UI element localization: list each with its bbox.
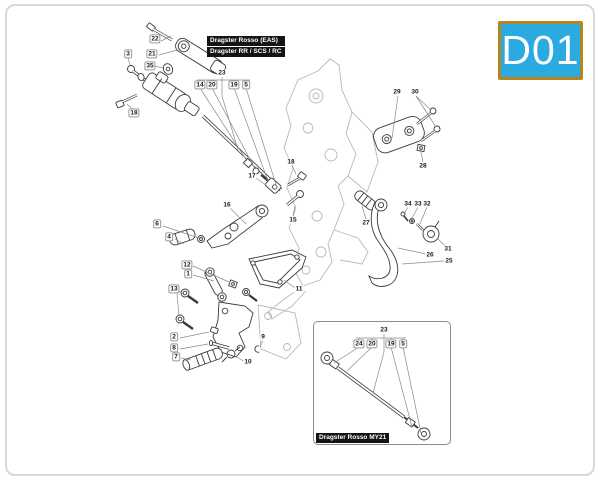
- frame-outline: [257, 58, 379, 360]
- part-callout-15: 15: [288, 216, 298, 224]
- part-clevis-17: [265, 177, 282, 194]
- part-callout-31: 31: [443, 245, 453, 253]
- part-callout-17: 17: [247, 172, 257, 180]
- part-callout-20: 20: [206, 80, 218, 90]
- part-bolt-18-left: [115, 93, 138, 109]
- part-screws-30: [416, 107, 441, 142]
- part-callout-21: 21: [146, 49, 158, 59]
- part-pin-8: [208, 339, 230, 350]
- part-callout-24: 24: [353, 339, 365, 349]
- part-screw-15: [286, 190, 304, 207]
- part-callout-3: 3: [124, 49, 132, 59]
- part-arm-16: [197, 204, 269, 249]
- part-tie-rod-inset: [320, 351, 431, 441]
- part-callout-5: 5: [242, 80, 250, 90]
- variant-label-line2: Dragster RR / SCS / RC: [207, 47, 285, 58]
- part-plug-2: [209, 326, 219, 334]
- page-code-text: D01: [501, 27, 580, 73]
- part-clip-9: [254, 345, 260, 353]
- part-callout-18: 18: [286, 158, 296, 166]
- part-master-cylinder: [142, 71, 200, 117]
- part-callout-7: 7: [172, 352, 180, 362]
- part-callout-6: 6: [153, 219, 161, 229]
- part-bolt-18-center: [287, 171, 307, 187]
- part-callout-14: 14: [194, 80, 206, 90]
- part-callout-33: 33: [413, 200, 423, 208]
- part-callout-23: 23: [217, 69, 227, 77]
- part-pedal-25: [368, 198, 399, 287]
- part-callout-27: 27: [361, 219, 371, 227]
- part-callout-9: 9: [260, 333, 266, 341]
- part-bolt-22: [146, 22, 173, 42]
- part-callout-30: 30: [410, 88, 420, 96]
- part-callout-28: 28: [418, 162, 428, 170]
- part-washer-35: [162, 63, 174, 75]
- part-bolts-13: [175, 288, 258, 330]
- part-callout-34: 34: [403, 200, 413, 208]
- part-callout-12: 12: [181, 260, 193, 270]
- part-callout-26: 26: [425, 251, 435, 259]
- part-callout-11: 11: [294, 285, 304, 293]
- part-link-1: [204, 267, 227, 302]
- part-callout-25: 25: [444, 257, 454, 265]
- part-callout-20: 20: [366, 339, 378, 349]
- part-callout-10: 10: [243, 358, 253, 366]
- part-nut-12: [228, 279, 238, 289]
- part-callout-1: 1: [184, 269, 192, 279]
- inset-variant-label: Dragster Rosso MY21: [316, 433, 390, 444]
- part-callout-18: 18: [128, 108, 140, 118]
- part-callout-22: 22: [149, 34, 161, 44]
- part-nut-28: [416, 143, 426, 153]
- variant-label-box: Dragster Rosso (EAS) Dragster RR / SCS /…: [207, 36, 285, 58]
- part-callout-13: 13: [168, 284, 180, 294]
- part-callout-29: 29: [392, 88, 402, 96]
- part-callout-2: 2: [170, 332, 178, 342]
- part-callout-16: 16: [222, 201, 232, 209]
- page-code-badge: D01: [498, 21, 583, 80]
- part-spring-10: [221, 346, 241, 363]
- part-callout-32: 32: [422, 200, 432, 208]
- part-heel-plate-11: [248, 249, 307, 289]
- part-callout-8: 8: [170, 343, 178, 353]
- part-callout-19: 19: [228, 80, 240, 90]
- part-disc-31: [422, 220, 440, 243]
- inset-box: [313, 321, 451, 445]
- part-callout-4: 4: [165, 232, 173, 242]
- part-callout-19: 19: [385, 339, 397, 349]
- variant-label-line1: Dragster Rosso (EAS): [207, 36, 285, 47]
- part-footpeg-7: [182, 347, 223, 371]
- part-callout-35: 35: [144, 61, 156, 71]
- part-callout-23: 23: [379, 326, 389, 334]
- part-smalls-32-33-34: [400, 211, 424, 231]
- part-callout-5: 5: [399, 339, 407, 349]
